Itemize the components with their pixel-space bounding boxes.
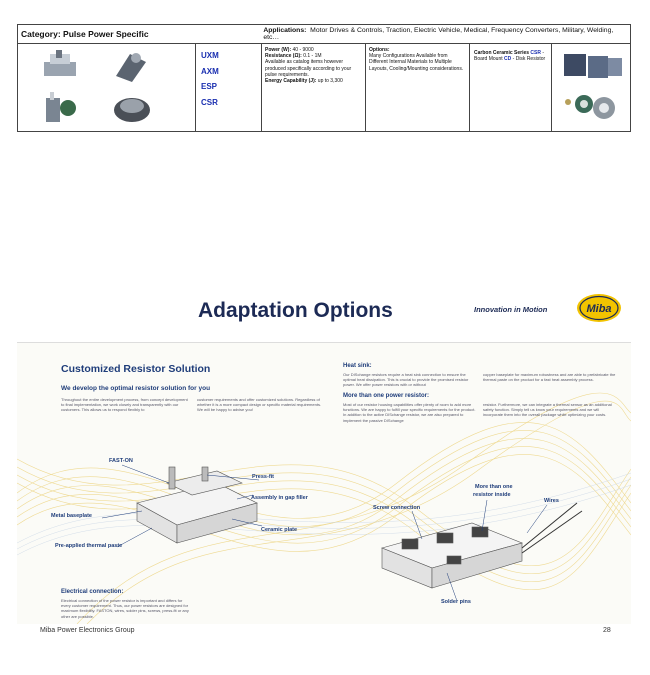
electrical-text: Electrical connection of the power resis… [61, 598, 189, 619]
label-solder-pins: Solder pins [441, 599, 471, 605]
resistor-photo-4 [114, 98, 150, 122]
label-ceramic-plate: Ceramic plate [261, 527, 298, 533]
label-wires: Wires [544, 498, 559, 504]
label-assembly: Assembly in gap filler [251, 495, 308, 501]
series-codes-cell: UXM AXM ESP CSR [196, 44, 262, 132]
specs-cell: Power (W): 40 - 9000 Resistance (Ω): 0.1… [262, 44, 366, 132]
slide-title: Adaptation Options [198, 299, 393, 322]
resistor-photo-3 [46, 92, 76, 122]
intro-text-2: customer requirements and offer customiz… [197, 397, 322, 413]
product-images-cell [18, 44, 196, 132]
label-metal-baseplate: Metal baseplate [51, 513, 92, 519]
resistor-module-left [136, 466, 258, 544]
applications-text: Applications: Motor Drives & Controls, T… [263, 27, 614, 41]
table-row: UXM AXM ESP CSR Power (W): 40 - 9000 Res… [18, 44, 630, 132]
code-csr[interactable]: CSR [201, 97, 218, 107]
heatsink-text-1: Our DISchange resistors require a heat s… [343, 372, 469, 388]
resistor-photo-2 [116, 53, 146, 82]
label-press-fit: Press-fit [252, 474, 275, 480]
electrical-heading: Electrical connection: [61, 589, 124, 595]
intro-text-1: Throughout the entire development proces… [61, 397, 188, 413]
svg-text:Miba: Miba [586, 303, 611, 315]
more-resistor-text-1: Most of our resistor housing capabilitie… [343, 402, 476, 423]
series-cell: Carbon Ceramic Series CSR - Board Mount … [470, 44, 552, 132]
miba-logo-icon: Miba [577, 294, 621, 322]
heatsink-heading: Heat sink: [343, 363, 372, 369]
footer-company: Miba Power Electronics Group [40, 627, 135, 634]
more-resistor-text-2: resistor. Furthermore, we can integrate … [483, 402, 612, 418]
code-axm[interactable]: AXM [201, 66, 219, 76]
resistor-photo-1 [44, 50, 76, 76]
brochure-page: Customized Resistor Solution We develop … [17, 342, 631, 624]
label-fast-on: FAST-ON [109, 458, 133, 464]
code-uxm[interactable]: UXM [201, 51, 219, 60]
resistor-module-right [381, 502, 583, 589]
table-header-row: Category: Pulse Power Specific Applicati… [18, 25, 630, 44]
code-esp[interactable]: ESP [201, 82, 218, 91]
label-resistor-inside: resistor inside [473, 492, 511, 498]
brochure-subtitle: We develop the optimal resistor solution… [61, 385, 211, 392]
tagline: Innovation in Motion [474, 305, 548, 314]
brochure-title: Customized Resistor Solution [61, 363, 211, 375]
more-resistor-heading: More than one power resistor: [343, 393, 430, 399]
label-more-than-one: More than one [475, 484, 513, 490]
product-photo-cell [552, 44, 630, 132]
options-cell: Options: Many Configurations Available f… [366, 44, 470, 132]
page-number: 28 [603, 627, 611, 634]
carbon-ceramic-photo [564, 54, 622, 119]
product-table: Category: Pulse Power Specific Applicati… [17, 24, 631, 132]
label-thermal-paste: Pre-applied thermal paste [55, 543, 123, 549]
decorative-waves [17, 392, 631, 624]
label-screw-connection: Screw connection [373, 505, 421, 511]
category-label: Category: Pulse Power Specific [21, 29, 149, 39]
heatsink-text-2: copper baseplate for maximum robustness … [483, 372, 616, 383]
